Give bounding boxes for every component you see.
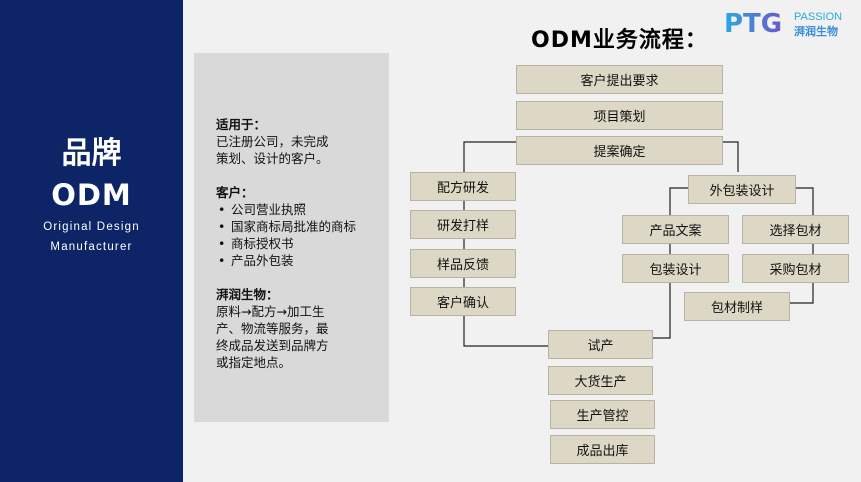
applicable-text-line1: 已注册公司，未完成 xyxy=(216,134,329,149)
customer-list-item: 商标授权书 xyxy=(216,235,386,252)
step-mass-production: 大货生产 xyxy=(548,366,653,395)
sidebar-panel: 品牌 ODM Original Design Manufacturer xyxy=(0,0,183,482)
connector-right-outer xyxy=(790,187,814,304)
step-select-material: 选择包材 xyxy=(742,215,849,244)
step-package-design: 包装设计 xyxy=(622,254,729,283)
ptg-logo: PTG PASSION 湃润生物 xyxy=(724,9,842,38)
step-purchase-material: 采购包材 xyxy=(742,254,849,283)
step-sample-feedback: 样品反馈 xyxy=(410,249,516,278)
step-project-planning: 项目策划 xyxy=(516,101,723,130)
logo-text-en: PASSION xyxy=(794,11,842,23)
company-block: 湃润生物： 原料→配方→加工生 产、物流等服务，最 终成品发送到品牌方 或指定地… xyxy=(216,286,386,371)
step-customer-request: 客户提出要求 xyxy=(516,65,723,94)
customer-list-item: 公司营业执照 xyxy=(216,201,386,218)
applicable-block: 适用于： 已注册公司，未完成 策划、设计的客户。 xyxy=(216,116,386,167)
company-text-line1: 原料→配方→加工生 xyxy=(216,304,325,319)
diagram-title: ODM业务流程： xyxy=(531,28,708,53)
step-production-control: 生产管控 xyxy=(550,400,655,429)
step-formula-rd: 配方研发 xyxy=(410,172,516,201)
customer-list-item: 国家商标局批准的商标 xyxy=(216,218,386,235)
logo-text-cn: 湃润生物 xyxy=(794,24,838,38)
step-rd-sampling: 研发打样 xyxy=(410,210,516,239)
sidebar-title-odm: ODM xyxy=(51,178,132,212)
applicable-heading: 适用于： xyxy=(216,117,267,132)
customer-list: 公司营业执照 国家商标局批准的商标 商标授权书 产品外包装 xyxy=(216,201,386,269)
step-proposal-confirm: 提案确定 xyxy=(516,136,723,165)
info-content: 适用于： 已注册公司，未完成 策划、设计的客户。 客户： 公司营业执照 国家商标… xyxy=(216,116,386,388)
step-customer-confirm: 客户确认 xyxy=(410,287,516,316)
applicable-text-line2: 策划、设计的客户。 xyxy=(216,151,329,166)
company-text-line3: 终成品发送到品牌方 xyxy=(216,338,329,353)
customer-list-item: 产品外包装 xyxy=(216,252,386,269)
step-material-sampling: 包材制样 xyxy=(684,292,790,321)
customer-block: 客户： 公司营业执照 国家商标局批准的商标 商标授权书 产品外包装 xyxy=(216,184,386,269)
company-text-line4: 或指定地点。 xyxy=(216,355,292,370)
logo-letters: PTG xyxy=(724,9,782,38)
info-panel: 适用于： 已注册公司，未完成 策划、设计的客户。 客户： 公司营业执照 国家商标… xyxy=(194,53,389,422)
connector-left-loop xyxy=(463,141,548,347)
sidebar-subtitle-line2: Manufacturer xyxy=(50,241,133,253)
sidebar-title-brand: 品牌 xyxy=(61,136,122,171)
company-text-line2: 产、物流等服务，最 xyxy=(216,321,329,336)
company-heading: 湃润生物： xyxy=(216,287,279,302)
customer-heading: 客户： xyxy=(216,185,254,200)
step-product-copy: 产品文案 xyxy=(622,215,729,244)
sidebar-subtitle-line1: Original Design xyxy=(43,221,140,233)
step-finished-shipment: 成品出库 xyxy=(550,435,655,464)
step-trial-production: 试产 xyxy=(548,330,653,359)
step-packaging-design: 外包装设计 xyxy=(688,175,796,204)
